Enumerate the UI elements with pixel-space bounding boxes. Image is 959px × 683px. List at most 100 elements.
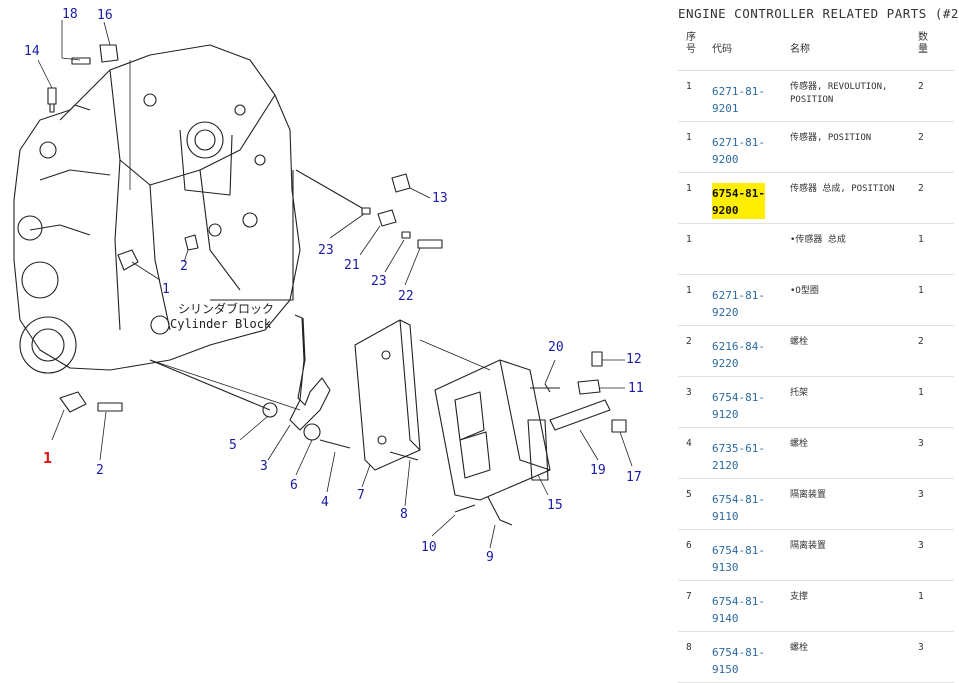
row-code: 6754-81-9130 [712,529,790,581]
part-code-link[interactable]: 6754-81-9150 [712,642,765,678]
row-qty-value: 3 [918,641,924,653]
callout-13[interactable]: 13 [432,191,448,206]
callout-1-top[interactable]: 1 [162,282,170,297]
row-seq: 1 [678,223,712,275]
row-seq: 3 [678,376,712,428]
row-seq-value: 2 [686,335,692,347]
row-seq: 7 [678,580,712,632]
cylinder-block-label-jp: シリンダブロック [178,302,275,316]
part-code-link[interactable]: 6754-81-9140 [712,591,765,627]
part-code-line1: 6754-81- [712,645,765,659]
row-seq-value: 1 [686,233,692,245]
part-code-link[interactable]: 6754-81-9110 [712,489,765,525]
callout-2-top[interactable]: 2 [180,259,188,274]
part-code-line2: 9120 [712,407,739,421]
callout-22[interactable]: 22 [398,289,414,304]
part-code-link[interactable]: 6754-81-9200 [712,182,765,219]
row-qty: 1 [918,274,954,326]
row-code: 6271-81-9220 [712,274,790,326]
callout-17[interactable]: 17 [626,470,642,485]
row-qty-value: 2 [918,131,924,143]
callout-2-bottom[interactable]: 2 [96,463,104,478]
callout-20[interactable]: 20 [548,340,564,355]
row-qty-value: 1 [918,590,924,602]
part-code-line1: 6735-61- [712,441,765,455]
part-name-line1: 托架 [790,387,809,398]
part-code-link[interactable]: 6754-81-9120 [712,387,765,423]
part-name-line1: 螺栓 [790,642,809,653]
callout-5[interactable]: 5 [229,438,237,453]
row-name: •传感器 总成 [790,223,918,275]
callout-1-selected[interactable]: 1 [43,449,53,467]
row-qty-value: 1 [918,233,924,245]
part-code-link[interactable]: 6271-81-9220 [712,285,765,321]
part-code-link[interactable]: 6754-81-9130 [712,540,765,576]
part-code-line2: 9201 [712,101,739,115]
callout-19[interactable]: 19 [590,463,606,478]
callout-23-a[interactable]: 23 [318,243,334,258]
row-qty-value: 3 [918,437,924,449]
callout-7[interactable]: 7 [357,488,365,503]
part-code-line1: 6271-81- [712,288,765,302]
row-name: 隔离装置 [790,529,918,581]
callout-8[interactable]: 8 [400,507,408,522]
callout-9[interactable]: 9 [486,550,494,565]
row-qty-value: 2 [918,80,924,92]
callout-6[interactable]: 6 [290,478,298,493]
row-code: 6754-81-9150 [712,631,790,683]
callout-21[interactable]: 21 [344,258,360,273]
parts-list-title: ENGINE CONTROLLER RELATED PARTS (#2 [678,6,959,21]
row-qty: 3 [918,478,954,530]
row-seq: 4 [678,427,712,479]
callout-16[interactable]: 16 [97,8,113,23]
row-qty-value: 2 [918,335,924,347]
row-name: 螺栓 [790,631,918,683]
row-seq-value: 1 [686,284,692,296]
row-seq: 5 [678,478,712,530]
table-row[interactable]: 1 6271-81-9220 •O型圈 1 [678,274,954,326]
part-name-line1: 支撑 [790,591,809,602]
row-code: 6754-81-9120 [712,376,790,428]
part-code-link[interactable]: 6271-81-9200 [712,132,765,168]
part-code-line1: 6754-81- [712,492,765,506]
row-qty-value: 1 [918,386,924,398]
callout-14[interactable]: 14 [24,44,40,59]
header-seq-line1: 序 [686,32,696,43]
part-name-line1: 传感器, REVOLUTION, [790,81,888,92]
callout-10[interactable]: 10 [421,540,437,555]
part-code-link[interactable]: 6271-81-9201 [712,81,765,117]
callout-3[interactable]: 3 [260,459,268,474]
part-name-line1: •O型圈 [790,285,819,296]
row-qty-value: 1 [918,284,924,296]
row-code: 6271-81-9200 [712,121,790,173]
table-row[interactable]: 3 6754-81-9120 托架 1 [678,376,954,428]
callout-4[interactable]: 4 [321,495,329,510]
callout-12[interactable]: 12 [626,352,642,367]
part-code-line2: 9200 [712,152,739,166]
part-code-link[interactable]: 6216-84-9220 [712,336,765,372]
row-code: 6735-61-2120 [712,427,790,479]
table-row[interactable]: 7 6754-81-9140 支撑 1 [678,580,954,632]
row-seq-value: 3 [686,386,692,398]
callout-15[interactable]: 15 [547,498,563,513]
callout-18[interactable]: 18 [62,7,78,22]
part-name-line1: 隔离装置 [790,540,827,551]
part-code-link[interactable]: 6735-61-2120 [712,438,765,474]
row-name: •O型圈 [790,274,918,326]
row-seq-value: 7 [686,590,692,602]
row-qty-value: 3 [918,488,924,500]
header-seq-line2: 号 [686,44,696,55]
callout-23-b[interactable]: 23 [371,274,387,289]
callout-11[interactable]: 11 [628,381,644,396]
